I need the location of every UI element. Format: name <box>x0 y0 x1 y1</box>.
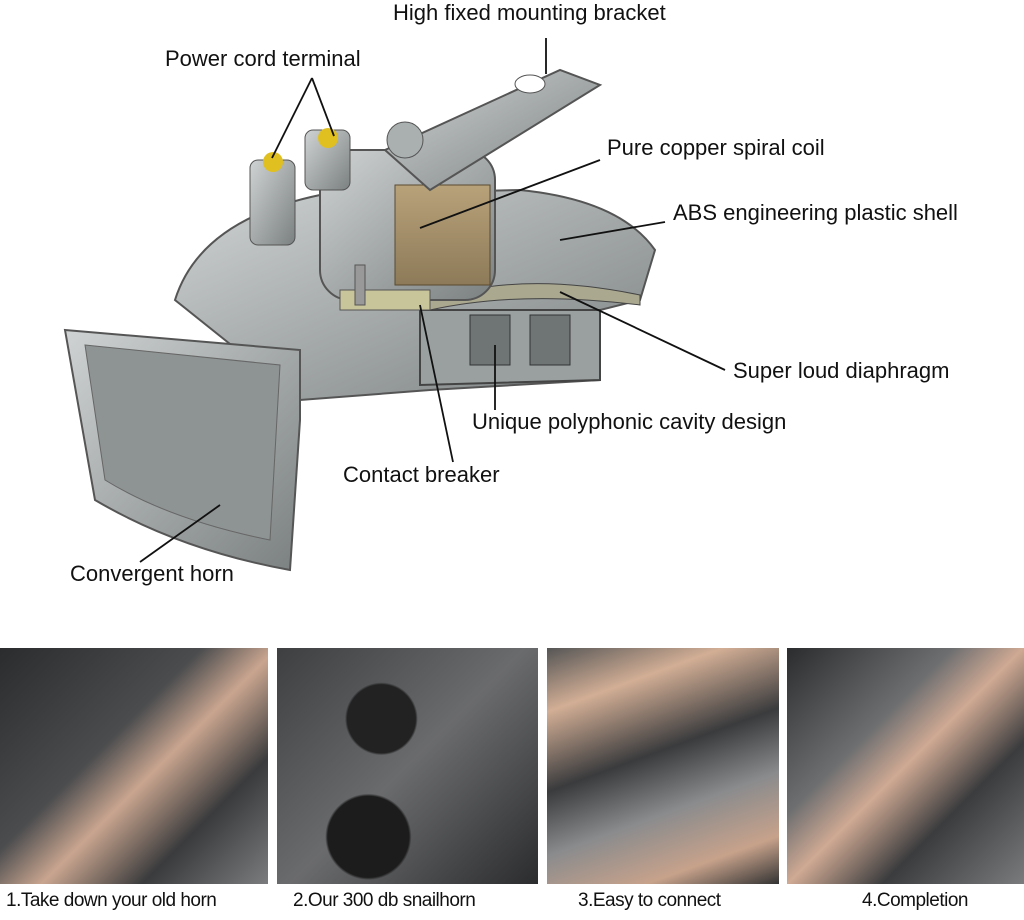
leader-line-coil <box>419 159 601 229</box>
label-bracket: High fixed mounting bracket <box>393 0 666 25</box>
leader-line-breaker <box>419 304 454 463</box>
step-3-caption: 3.Easy to connect <box>578 890 721 911</box>
label-horn: Convergent horn <box>70 561 234 586</box>
label-cavity: Unique polyphonic cavity design <box>472 409 787 434</box>
terminal-contact <box>318 128 338 148</box>
label-coil: Pure copper spiral coil <box>607 135 825 160</box>
leader-lines <box>139 38 726 563</box>
bracket-mounting-hole <box>514 74 546 94</box>
step-4-caption: 4.Completion <box>862 890 968 911</box>
leader-line-horn <box>139 504 221 563</box>
mounting-bracket <box>383 68 603 192</box>
leader-line-terminal <box>311 77 335 137</box>
cavity-chamber <box>469 314 511 366</box>
step-1-caption: 1.Take down your old horn <box>6 890 217 911</box>
terminal-contact <box>263 152 283 172</box>
step-4-photo <box>787 648 1024 884</box>
step-2-caption: 2.Our 300 db snailhorn <box>293 890 476 911</box>
step-2-photo <box>277 648 538 884</box>
contact-breaker <box>339 289 431 311</box>
label-diaphragm: Super loud diaphragm <box>733 358 950 383</box>
leader-line-terminal <box>271 77 313 159</box>
breaker-screw <box>354 264 366 306</box>
power-terminal <box>249 159 296 246</box>
horn-mouth-interior <box>84 344 281 541</box>
copper-coil <box>394 184 491 286</box>
horn-cutaway-illustration <box>63 38 726 572</box>
cavity-chamber <box>529 314 571 366</box>
leader-line-diaphragm <box>559 291 726 371</box>
label-breaker: Contact breaker <box>343 462 500 487</box>
label-terminal: Power cord terminal <box>165 46 361 71</box>
leader-line-shell <box>559 221 666 241</box>
step-3-photo <box>547 648 779 884</box>
bracket-nut <box>386 121 424 159</box>
label-shell: ABS engineering plastic shell <box>673 200 958 225</box>
step-1-photo <box>0 648 268 884</box>
